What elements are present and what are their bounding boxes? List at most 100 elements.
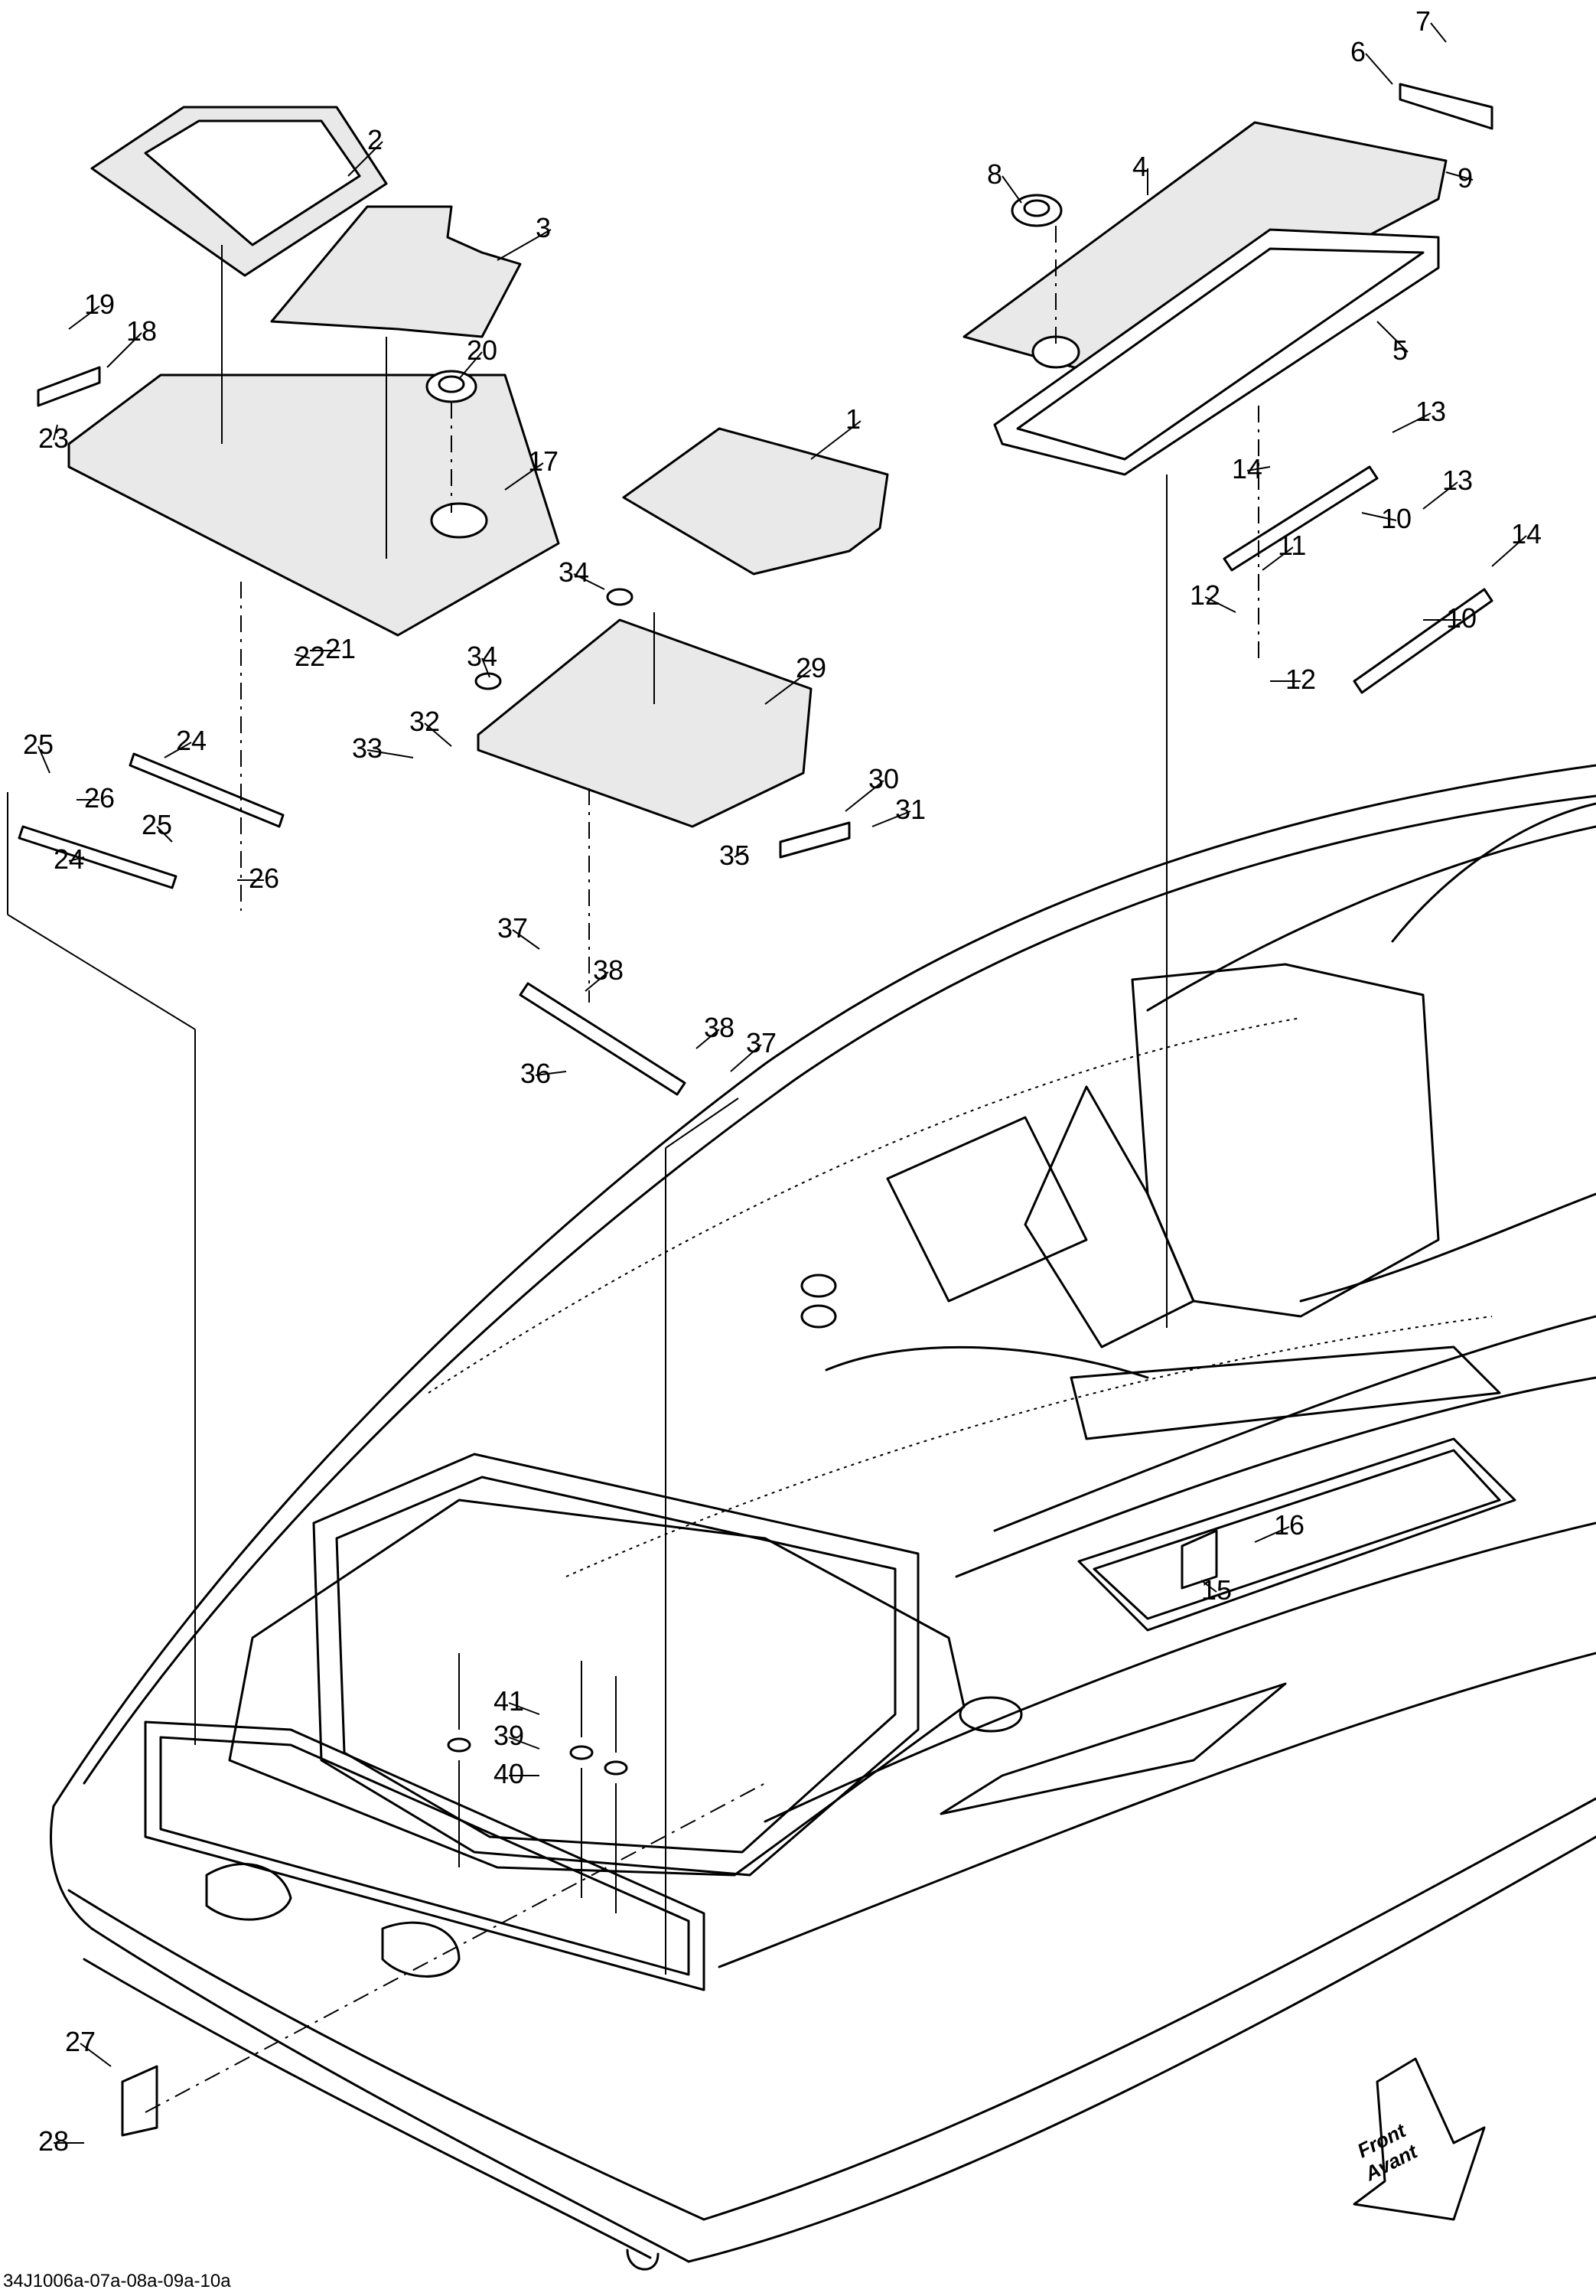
callout-37: 37: [497, 912, 540, 950]
callout-number: 17: [528, 445, 559, 477]
callout-leader: [1200, 1580, 1217, 1593]
callout-26: 26: [77, 782, 115, 814]
callout-24: 24: [54, 843, 85, 875]
callout-leader: [156, 826, 173, 843]
callout-number: 23: [38, 422, 69, 454]
callout-number: 12: [1190, 579, 1220, 611]
callout-17: 17: [504, 445, 559, 491]
callout-leader: [347, 141, 383, 177]
callout-leader: [734, 849, 747, 858]
callout-leader: [294, 654, 311, 659]
front-direction-arrow: Front Avant: [1353, 2057, 1486, 2221]
callout-leader: [695, 1029, 720, 1049]
callout-13: 13: [1392, 396, 1446, 433]
callout-leader: [1445, 171, 1474, 181]
callout-leader: [106, 332, 142, 368]
callout-leader: [458, 351, 483, 380]
callout-35: 35: [719, 840, 750, 871]
callout-11: 11: [1262, 530, 1306, 571]
callout-27: 27: [65, 2026, 112, 2067]
callout-8: 8: [987, 158, 1022, 204]
callout-number: 26: [84, 782, 115, 814]
callout-number: 25: [23, 729, 54, 760]
callout-number: 22: [295, 641, 325, 672]
callout-leader: [481, 657, 490, 678]
bracket-27: [121, 2065, 158, 2137]
callout-number: 20: [467, 334, 497, 366]
callout-leader: [1422, 481, 1458, 510]
callout-leader: [810, 420, 862, 460]
callout-number: 27: [65, 2026, 96, 2057]
callout-34: 34: [559, 556, 605, 590]
callout-36: 36: [520, 1058, 567, 1089]
callout-number: 8: [987, 158, 1002, 190]
callout-number: 38: [704, 1012, 734, 1043]
callout-37: 37: [730, 1027, 777, 1072]
callout-number: 16: [1274, 1509, 1304, 1541]
callout-number: 6: [1350, 36, 1366, 67]
callout-12: 12: [1270, 664, 1316, 695]
callout-leader: [1376, 321, 1409, 353]
callout-number: 39: [493, 1720, 524, 1751]
callout-number: 33: [352, 732, 383, 764]
callout-number: 40: [493, 1758, 524, 1789]
callout-leader: [764, 669, 812, 705]
callout-7: 7: [1415, 5, 1447, 43]
callout-13: 13: [1422, 465, 1473, 510]
callout-number: 2: [367, 124, 383, 155]
bracket-15: [1181, 1529, 1218, 1590]
callout-leader: [508, 1702, 540, 1715]
callout-leader: [1361, 512, 1397, 521]
callout-leader: [871, 810, 911, 827]
callout-number: 37: [497, 912, 528, 944]
callout-21: 21: [310, 633, 356, 664]
callout-14: 14: [1232, 453, 1271, 484]
callout-number: 41: [493, 1685, 524, 1717]
callout-leader: [1365, 53, 1393, 85]
callout-leader: [1002, 175, 1022, 204]
callout-1: 1: [810, 403, 862, 460]
callout-22: 22: [294, 641, 325, 672]
callout-number: 36: [520, 1058, 551, 1089]
callout-number: 14: [1511, 518, 1542, 550]
callout-number: 1: [845, 403, 861, 435]
callout-15: 15: [1200, 1574, 1232, 1606]
callout-25: 25: [23, 729, 54, 774]
callout-18: 18: [106, 315, 157, 368]
callout-leader: [730, 1044, 762, 1072]
caps-34: [474, 588, 634, 690]
callout-number: 34: [559, 556, 589, 588]
callout-leader: [585, 971, 609, 992]
callout-19: 19: [68, 289, 115, 330]
callout-30: 30: [845, 763, 899, 812]
callout-28: 28: [38, 2125, 84, 2157]
callout-number: 28: [38, 2125, 69, 2157]
callout-32: 32: [409, 706, 452, 747]
callout-number: 35: [719, 840, 750, 871]
callout-number: 13: [1415, 396, 1446, 427]
callout-leader: [845, 780, 884, 812]
callout-number: 24: [176, 725, 207, 756]
callout-number: 37: [746, 1027, 777, 1058]
callout-41: 41: [493, 1685, 540, 1717]
callout-leader: [68, 305, 100, 330]
rods: [18, 465, 1493, 1096]
callout-number: 29: [796, 652, 826, 683]
gasket-5: [993, 228, 1440, 476]
latch-8: [1011, 194, 1063, 227]
callout-number: 18: [126, 315, 157, 347]
callout-12: 12: [1190, 579, 1236, 613]
callout-number: 26: [249, 863, 279, 894]
callout-leader: [1246, 466, 1271, 471]
callout-2: 2: [347, 124, 383, 177]
callout-38: 38: [695, 1012, 734, 1049]
panel-29: [477, 618, 813, 828]
callout-34: 34: [467, 641, 497, 678]
callout-26: 26: [237, 863, 279, 894]
callout-39: 39: [493, 1720, 540, 1751]
callout-number: 10: [1446, 602, 1477, 634]
panel-2: [90, 106, 388, 277]
callout-number: 14: [1232, 453, 1262, 484]
callout-9: 9: [1445, 162, 1474, 194]
